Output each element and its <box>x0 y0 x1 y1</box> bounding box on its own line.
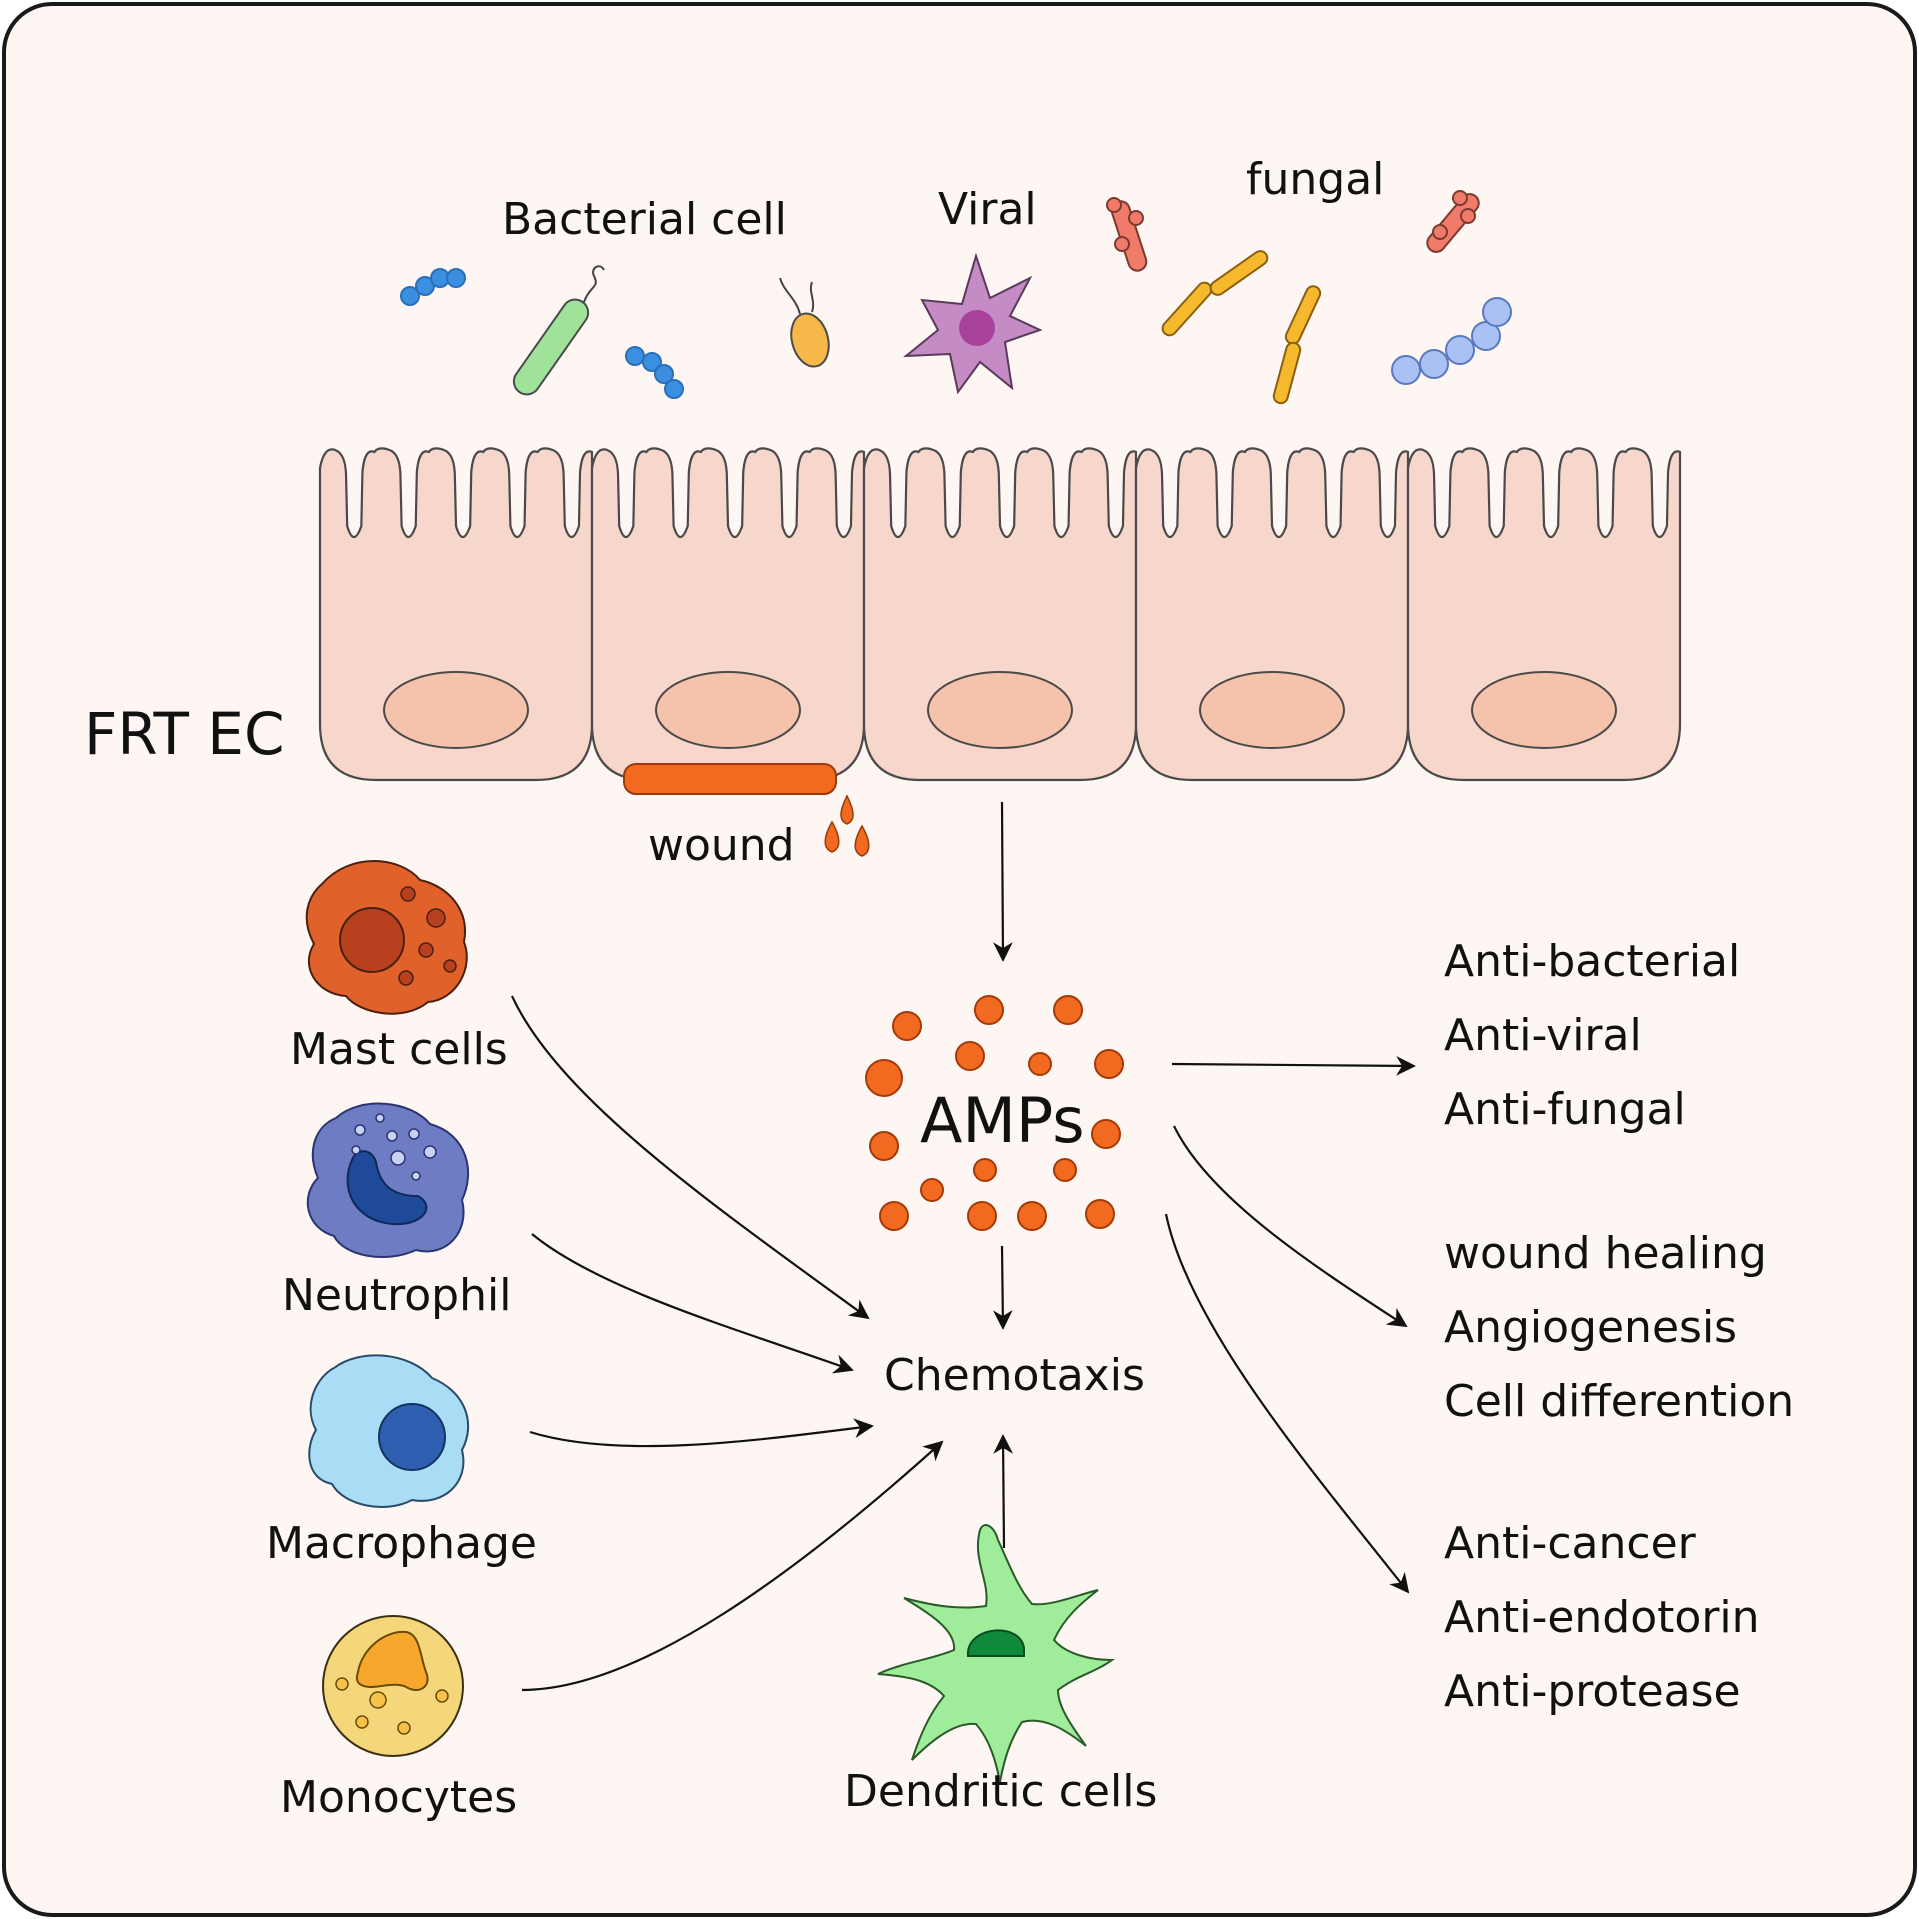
fungal-rod-icon <box>1426 190 1480 253</box>
cell-nucleus <box>1471 671 1617 749</box>
blood-drops-icon <box>824 794 870 857</box>
monocytes-label: Monocytes <box>280 1772 517 1823</box>
effects-group-2: wound healing Angiogenesis Cell differen… <box>1444 1228 1794 1427</box>
effects-group-1: Anti-bacterial Anti-viral Anti-fungal <box>1444 936 1740 1135</box>
mast-cell-icon <box>305 860 468 1015</box>
chemotaxis-label: Chemotaxis <box>884 1350 1145 1401</box>
arrow-mast-to-chemotaxis <box>511 995 870 1320</box>
cell-nucleus <box>655 671 801 749</box>
epithelium <box>318 447 1682 782</box>
arrow-amps-to-chemotaxis <box>992 1245 1013 1330</box>
cocci-chain-icon <box>1391 297 1512 385</box>
macrophage-icon <box>308 1354 470 1508</box>
monocyte-icon <box>322 1615 464 1757</box>
pathogens <box>400 190 1512 405</box>
cell-nucleus <box>927 671 1073 749</box>
frt-ec-label: FRT EC <box>84 700 284 768</box>
fungal-label: fungal <box>1246 154 1384 205</box>
amps-label: AMPs <box>920 1084 1085 1157</box>
arrow-epithelium-to-amps <box>992 801 1013 962</box>
effect-item: Angiogenesis <box>1444 1302 1737 1353</box>
effect-item: wound healing <box>1444 1228 1767 1279</box>
cell-nucleus <box>1199 671 1345 749</box>
neutrophil-icon <box>306 1102 470 1258</box>
arrow-macrophage-to-chemotaxis <box>529 1418 874 1448</box>
yellow-rods-icon <box>1161 250 1322 405</box>
wound-bar <box>623 763 837 795</box>
effect-item: Anti-protease <box>1444 1666 1741 1717</box>
arrow-amps-to-anti-microbial <box>1171 1055 1416 1076</box>
wound-label: wound <box>648 820 795 871</box>
effect-item: Anti-endotorin <box>1444 1592 1760 1643</box>
bacterial-cell-label: Bacterial cell <box>502 194 787 245</box>
arrow-dendritic-to-chemotaxis <box>993 1434 1014 1549</box>
effect-item: Anti-cancer <box>1444 1518 1697 1569</box>
effect-item: Anti-fungal <box>1444 1084 1686 1135</box>
flagellated-bacterium-icon <box>779 277 830 368</box>
mast-cells-label: Mast cells <box>290 1024 508 1075</box>
arrow-neutrophil-to-chemotaxis <box>531 1233 854 1374</box>
macrophage-label: Macrophage <box>266 1518 537 1569</box>
dendritic-cell-icon <box>877 1524 1116 1783</box>
arrow-amps-to-wound-healing <box>1173 1125 1408 1328</box>
cocci-chain-icon <box>400 268 466 306</box>
effects-group-3: Anti-cancer Anti-endotorin Anti-protease <box>1444 1518 1760 1717</box>
bacillus-icon <box>512 265 605 396</box>
viral-label: Viral <box>938 184 1037 235</box>
cell-nucleus <box>383 671 529 749</box>
amp-dots <box>865 995 1124 1231</box>
effect-item: Anti-viral <box>1444 1010 1642 1061</box>
effect-item: Cell differention <box>1444 1376 1794 1427</box>
virus-icon <box>903 252 1043 395</box>
cocci-chain-icon <box>625 346 684 399</box>
arrow-amps-to-anti-cancer <box>1164 1213 1410 1594</box>
effect-item: Anti-bacterial <box>1444 936 1740 987</box>
dendritic-cells-label: Dendritic cells <box>844 1766 1157 1817</box>
arrow-monocyte-to-chemotaxis <box>521 1440 944 1692</box>
arrows <box>511 801 1416 1692</box>
neutrophil-label: Neutrophil <box>282 1270 511 1321</box>
fungal-rod-icon <box>1106 197 1148 272</box>
